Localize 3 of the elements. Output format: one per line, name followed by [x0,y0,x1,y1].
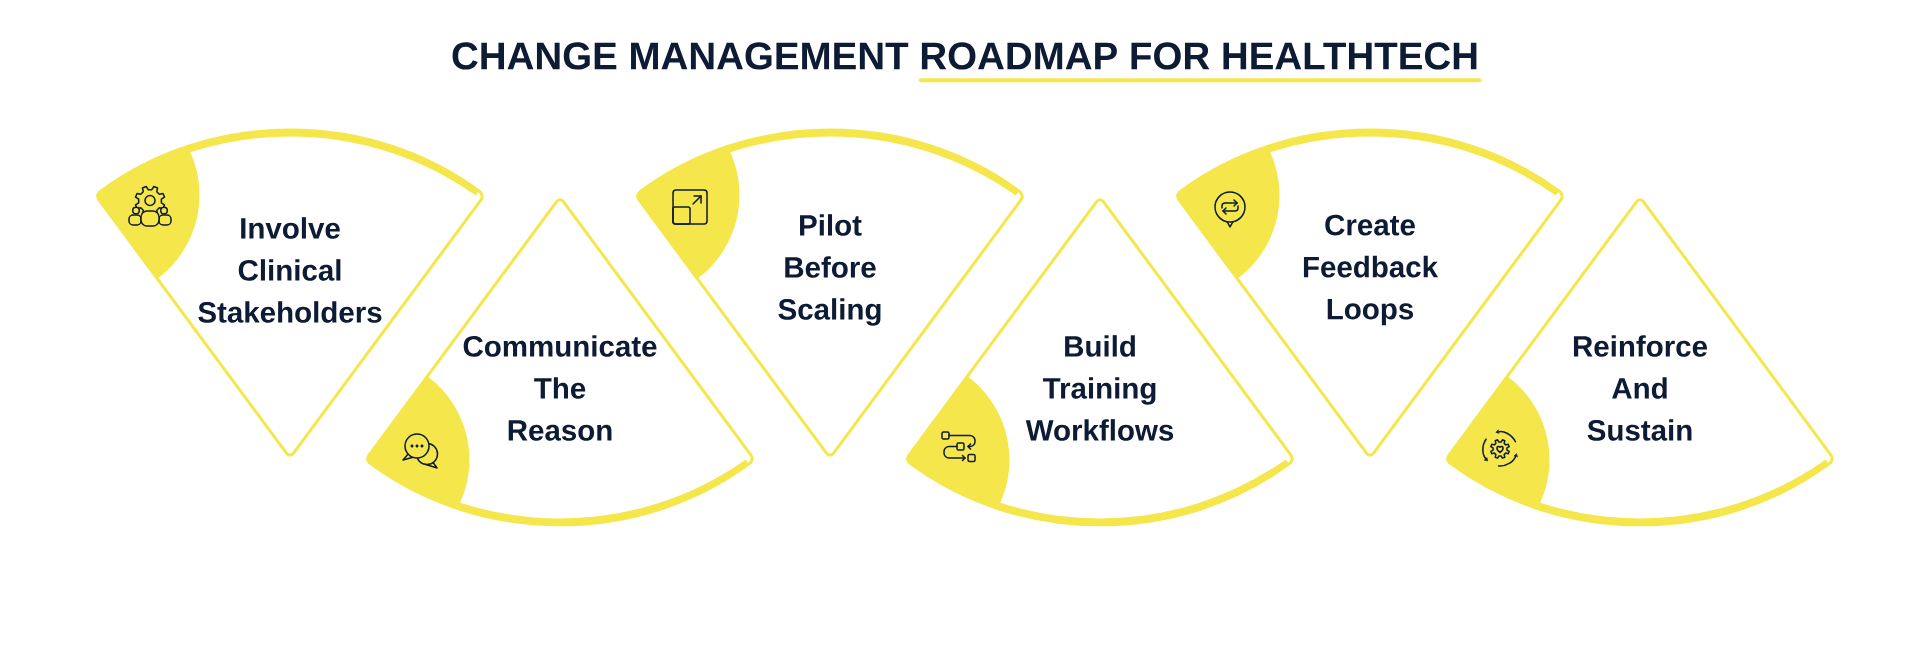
wedge-card: Build Training Workflows [905,198,1294,527]
wedge-card: Reinforce And Sustain [1445,198,1834,527]
title: CHANGE MANAGEMENT ROADMAP FOR HEALTHTECH [452,42,1477,70]
